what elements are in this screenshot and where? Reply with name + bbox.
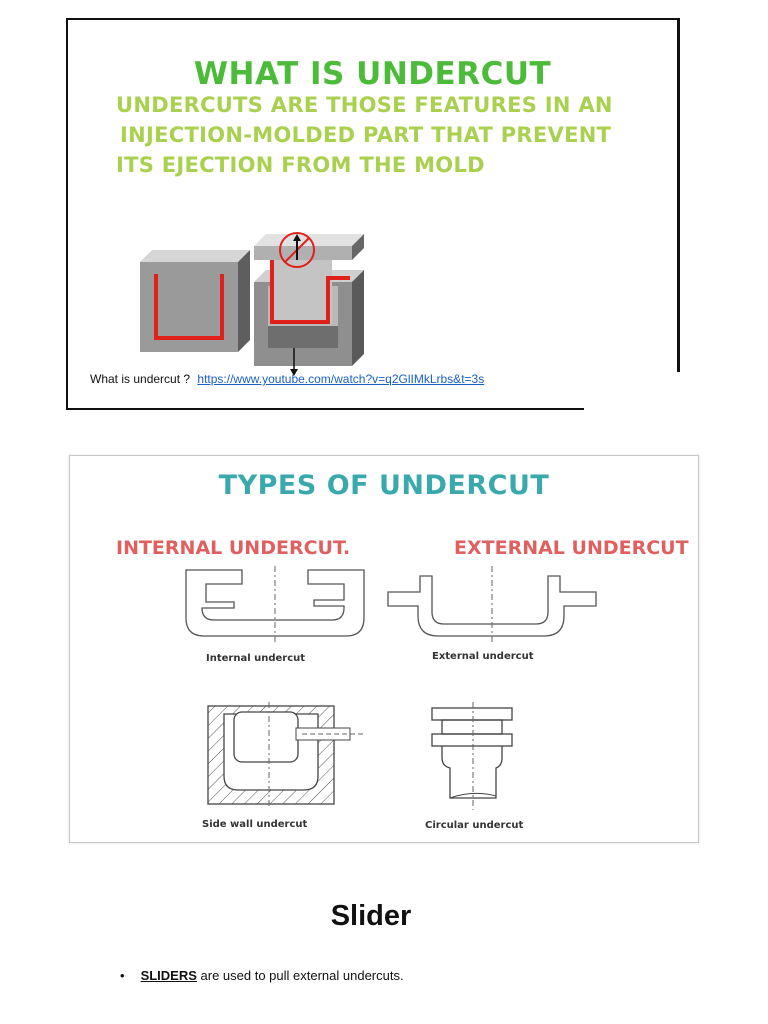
slide1-line-2: INJECTION-MOLDED PART THAT PREVENT [120, 123, 612, 147]
youtube-link[interactable]: https://www.youtube.com/watch?v=q2GlIMkL… [197, 372, 485, 386]
side-wall-undercut-label: Side wall undercut [202, 819, 308, 830]
slide1-title: WHAT IS UNDERCUT [193, 56, 552, 92]
internal-undercut-heading: INTERNAL UNDERCUT. [116, 537, 351, 559]
slide2-title: TYPES OF UNDERCUT [218, 470, 550, 501]
external-undercut-heading: EXTERNAL UNDERCUT [454, 537, 689, 559]
slide1-line-3: ITS EJECTION FROM THE MOLD [116, 153, 485, 177]
slide1-caption: What is undercut ? https://www.youtube.c… [90, 372, 484, 386]
slider-bullet: • SLIDERS are used to pull external under… [120, 968, 404, 983]
caption-text: What is undercut ? [90, 372, 191, 386]
bullet-strong: SLIDERS [140, 968, 197, 983]
undercut-illustration [140, 232, 364, 376]
slide-types-of-undercut: TYPES OF UNDERCUT INTERNAL UNDERCUT. EXT… [69, 455, 699, 843]
slider-heading: Slider [330, 900, 412, 932]
slide1-definition: UNDERCUTS ARE THOSE FEATURES IN AN INJEC… [116, 90, 656, 180]
external-undercut-label: External undercut [432, 651, 534, 662]
bullet-rest: are used to pull external undercuts. [196, 968, 404, 983]
internal-undercut-drawing [185, 566, 365, 642]
slide-what-is-undercut: WHAT IS UNDERCUT UNDERCUTS ARE THOSE FEA… [66, 18, 680, 410]
external-undercut-drawing [387, 566, 597, 642]
circular-undercut-drawing [431, 702, 513, 810]
bullet-dot: • [120, 968, 125, 983]
circular-undercut-label: Circular undercut [425, 820, 524, 831]
slide1-corner-mask [584, 372, 684, 416]
slide1-line-1: UNDERCUTS ARE THOSE FEATURES IN AN [116, 93, 613, 117]
internal-undercut-label: Internal undercut [206, 653, 306, 664]
side-wall-undercut-drawing [207, 702, 366, 808]
